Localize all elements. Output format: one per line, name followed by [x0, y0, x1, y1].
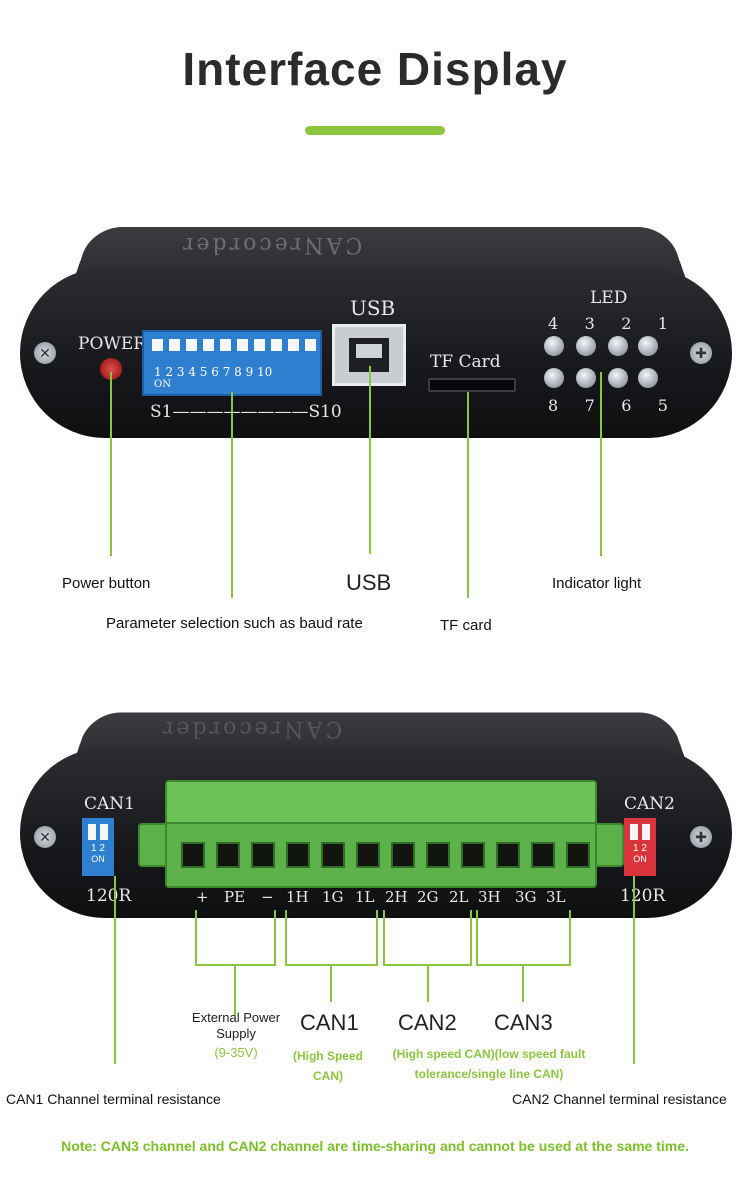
- caption-can2-can3-sub: (High speed CAN)(low speed fault toleran…: [392, 1047, 586, 1081]
- led-2: [608, 336, 628, 356]
- power-label: POWER: [78, 334, 147, 354]
- led-6: [608, 368, 628, 388]
- caption-can2-terminal-resistance: CAN2 Channel terminal resistance: [512, 1091, 727, 1107]
- callout-line-can2-res: [633, 876, 635, 1064]
- pin-label: 3H: [478, 888, 501, 906]
- bracket-line: [195, 910, 197, 966]
- caption-tf-card: TF card: [440, 617, 492, 634]
- screw-icon: ✕: [34, 826, 56, 848]
- bracket-line: [330, 964, 332, 1002]
- callout-line-indicator: [600, 372, 602, 556]
- tf-card-slot[interactable]: [428, 378, 516, 392]
- caption-can1-terminal-resistance: CAN1 Channel terminal resistance: [6, 1091, 221, 1107]
- bracket-line: [427, 964, 429, 1002]
- caption-can1: CAN1: [300, 1010, 359, 1035]
- can2-res-label: 120R: [620, 886, 666, 906]
- pin-label: 1L: [355, 888, 375, 906]
- screw-icon: ✕: [34, 342, 56, 364]
- pin-label: 2G: [417, 888, 439, 906]
- bottom-lid-text: CANrecorder: [160, 716, 343, 741]
- caption-indicator-light: Indicator light: [552, 575, 642, 592]
- screw-icon: ✚: [690, 826, 712, 848]
- title-underline: [305, 126, 445, 135]
- can2-dip-numbers: 1 2: [633, 843, 647, 854]
- bracket-line: [274, 910, 276, 966]
- callout-line-power: [110, 372, 112, 556]
- led-7: [576, 368, 596, 388]
- usb-label: USB: [350, 296, 396, 320]
- pin-label: 3L: [546, 888, 566, 906]
- top-lid-text: CANrecorder: [180, 232, 363, 257]
- power-button[interactable]: [100, 358, 122, 380]
- led-1: [638, 336, 658, 356]
- bracket-line: [234, 964, 236, 1016]
- pin-label: −: [261, 888, 274, 906]
- can2-resistor-switch[interactable]: 1 2 ON: [624, 818, 656, 876]
- usage-note: Note: CAN3 channel and CAN2 channel are …: [61, 1138, 689, 1154]
- can1-res-label: 120R: [86, 886, 132, 906]
- pin-label: PE: [224, 888, 246, 906]
- callout-line-usb: [369, 366, 371, 554]
- pin-label: 3G: [515, 888, 537, 906]
- bracket-line: [470, 910, 472, 966]
- led-3: [576, 336, 596, 356]
- bracket-line: [522, 964, 524, 1002]
- callout-line-tf: [467, 392, 469, 598]
- dip-range-label: S1————————S10: [150, 402, 342, 422]
- caption-external-power: External Power Supply: [191, 1010, 281, 1041]
- can2-label: CAN2: [624, 794, 675, 814]
- can1-dip-on: ON: [91, 854, 105, 864]
- led-8: [544, 368, 564, 388]
- dip-on-label: ON: [154, 379, 171, 390]
- led-5: [638, 368, 658, 388]
- tf-card-label: TF Card: [430, 352, 501, 372]
- caption-external-power-range: (9-35V): [214, 1045, 258, 1060]
- caption-can2: CAN2: [398, 1010, 457, 1035]
- dip-switch-block[interactable]: 1 2 3 4 5 6 7 8 9 10 ON: [142, 330, 322, 396]
- pin-label: 2H: [385, 888, 408, 906]
- led-label: LED: [590, 288, 628, 308]
- callout-line-param: [231, 392, 233, 598]
- terminal-block[interactable]: [165, 780, 597, 888]
- caption-can3: CAN3: [494, 1010, 553, 1035]
- can1-resistor-switch[interactable]: 1 2 ON: [82, 818, 114, 876]
- screw-icon: ✚: [690, 342, 712, 364]
- bracket-line: [476, 910, 478, 966]
- bracket-line: [569, 910, 571, 966]
- caption-power-button: Power button: [62, 575, 151, 592]
- caption-parameter-selection: Parameter selection such as baud rate: [106, 615, 363, 632]
- caption-usb: USB: [346, 570, 392, 595]
- bracket-line: [376, 910, 378, 966]
- pin-label: 1G: [322, 888, 344, 906]
- led-4: [544, 336, 564, 356]
- pin-label: 2L: [449, 888, 469, 906]
- callout-line-can1-res: [114, 876, 116, 1064]
- pin-label: +: [196, 888, 209, 906]
- terminal-ear-right: [592, 823, 624, 867]
- bracket-line: [285, 910, 287, 966]
- bracket-line: [383, 910, 385, 966]
- can1-dip-numbers: 1 2: [91, 843, 105, 854]
- can1-label: CAN1: [84, 794, 135, 814]
- page-title: Interface Display: [182, 43, 568, 95]
- caption-can1-sub: (High Speed CAN): [292, 1049, 363, 1083]
- can2-dip-on: ON: [633, 854, 647, 864]
- dip-numbers: 1 2 3 4 5 6 7 8 9 10: [154, 365, 273, 379]
- pin-label: 1H: [286, 888, 309, 906]
